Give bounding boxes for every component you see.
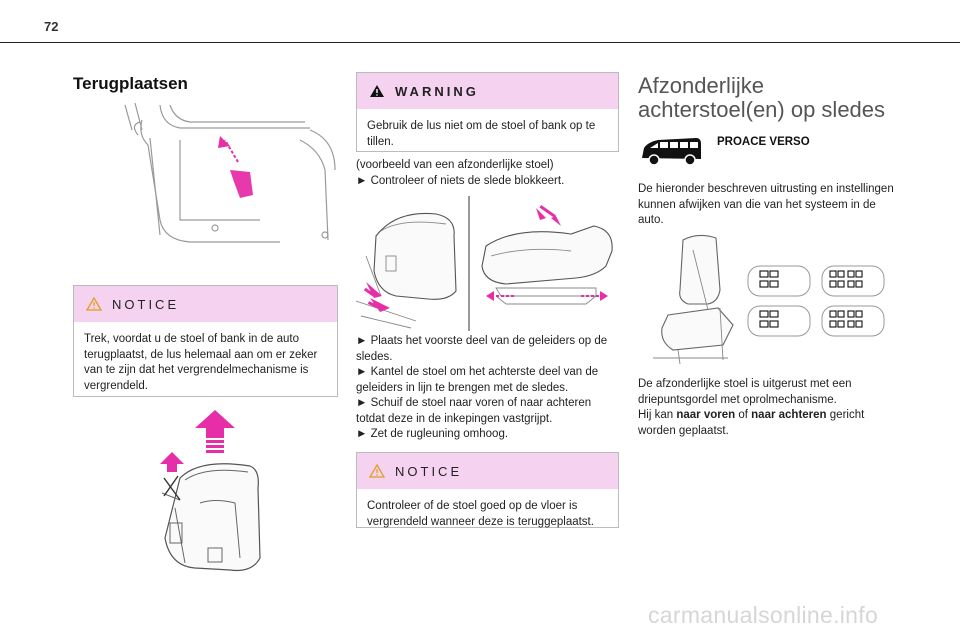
- vehicle-name: PROACE VERSO: [717, 136, 810, 148]
- step-item: ► Schuif de stoel naar voren of naar ach…: [356, 397, 592, 425]
- warning-label: WARNING: [395, 83, 479, 99]
- section-title-line1: Afzonderlijke: [638, 73, 764, 98]
- warning-triangle-icon: [86, 297, 102, 311]
- warning-triangle-icon: [369, 464, 385, 478]
- illustration-seat-rails: [356, 196, 618, 331]
- notice-box: NOTICE Trek, voordat u de stoel of bank …: [73, 285, 338, 397]
- warning-box: WARNING Gebruik de lus niet om de stoel …: [356, 72, 619, 152]
- notice-header: NOTICE: [74, 286, 337, 322]
- notice-label: NOTICE: [395, 463, 463, 479]
- text-span: Hij kan: [638, 409, 677, 421]
- warning-header: WARNING: [357, 73, 618, 109]
- illustration-seat-loop: [120, 100, 340, 250]
- intro-line: (voorbeeld van een afzonderlijke stoel): [356, 159, 554, 171]
- seat-description-line2: Hij kan naar voren of naar achteren geri…: [638, 408, 900, 439]
- intro-line: ► Controleer of niets de slede blokkeert…: [356, 174, 565, 187]
- intro-text: (voorbeeld van een afzonderlijke stoel) …: [356, 158, 621, 189]
- steps-list: ► Plaats het voorste deel van de geleide…: [356, 334, 618, 443]
- seat-description-line1: De afzonderlijke stoel is uitgerust met …: [638, 378, 852, 406]
- warning-text: Gebruik de lus niet om de stoel of bank …: [367, 120, 596, 148]
- notice-header: NOTICE: [357, 453, 618, 489]
- seat-description: De afzonderlijke stoel is uitgerust met …: [638, 377, 900, 439]
- warning-exclamation-icon: [369, 84, 385, 98]
- emphasis-backward: naar achteren: [751, 409, 827, 421]
- step-item: ► Kantel de stoel om het achterste deel …: [356, 366, 599, 394]
- van-icon: [638, 132, 704, 168]
- text-span: of: [735, 409, 752, 421]
- step-item: ► Plaats het voorste deel van de geleide…: [356, 335, 608, 363]
- emphasis-forward: naar voren: [676, 409, 736, 421]
- page-number: 72: [44, 19, 59, 34]
- illustration-seat-layouts: [648, 230, 898, 370]
- text-span: gericht worden geplaatst.: [638, 409, 865, 437]
- intro-paragraph: De hieronder beschreven uitrusting en in…: [638, 183, 894, 226]
- notice-box: NOTICE Controleer of de stoel goed op de…: [356, 452, 619, 528]
- notice-label: NOTICE: [112, 296, 180, 312]
- notice-text: Trek, voordat u de stoel of bank in de a…: [84, 333, 318, 392]
- notice-text: Controleer of de stoel goed op de vloer …: [367, 500, 594, 528]
- step-item: ► Zet de rugleuning omhoog.: [356, 428, 509, 440]
- watermark: carmanualsonline.info: [648, 602, 879, 628]
- section-title-terugplaatsen: Terugplaatsen: [73, 74, 188, 93]
- header-rule: [0, 42, 960, 43]
- illustration-seat-lift: [140, 408, 290, 578]
- section-title-line2: achterstoel(en) op sledes: [638, 97, 886, 122]
